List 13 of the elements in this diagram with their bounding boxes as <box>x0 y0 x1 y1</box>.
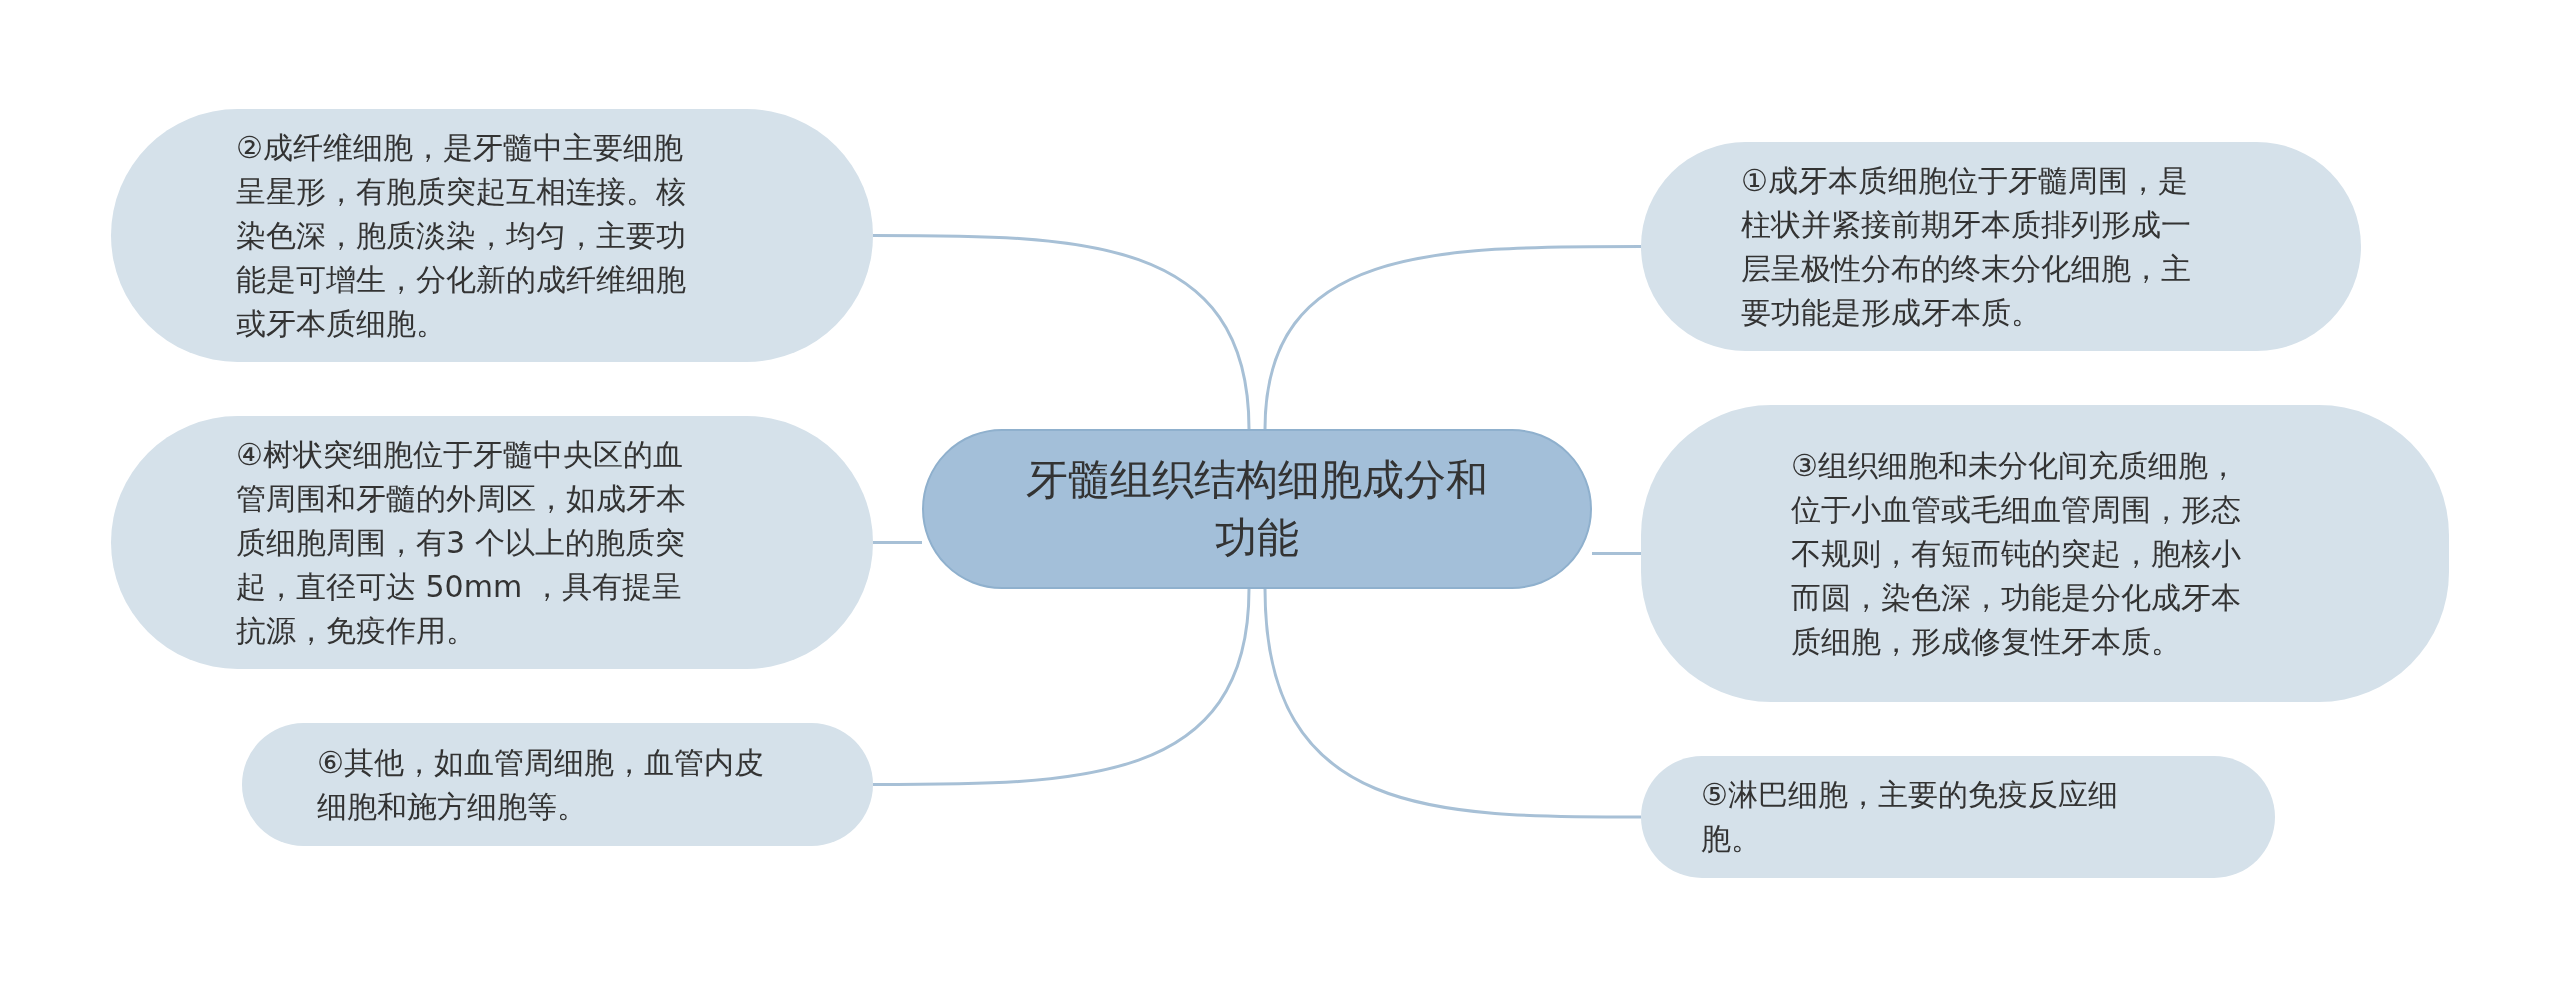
connector-line <box>1263 245 1641 430</box>
topic-text: ⑤淋巴细胞，主要的免疫反应细胞。 <box>1701 776 2119 858</box>
topic-text: ④树状突细胞位于牙髓中央区的血管周围和牙髓的外周区，如成牙本质细胞周围，有3 个以上的胞质突起，直径可达 50mm ，具有提呈抗源，免疫作用。 <box>236 435 687 650</box>
topic-text: ⑥其他，如血管周细胞，血管内皮细胞和施方细胞等。 <box>317 743 765 826</box>
topic-text: ②成纤维细胞，是牙髓中主要细胞呈星形，有胞质突起互相连接。核染色深，胞质淡染，均匀，主要功能是可增生，分化新的成纤维细胞或牙本质细胞。 <box>236 128 687 343</box>
connector-line <box>873 541 922 544</box>
topic-text: ①成牙本质细胞位于牙髓周围，是柱状并紧接前期牙本质排列形成一层呈极性分布的终末分化细胞，主要功能是形成牙本质。 <box>1741 161 2192 332</box>
connector-line <box>1263 588 1641 819</box>
topic-text: ③组织细胞和未分化间充质细胞，位于小血管或毛细血管周围，形态不规则，有短而钝的突起，胞核小而圆，染色深，功能是分化成牙本质细胞，形成修复性牙本质。 <box>1791 446 2242 661</box>
connector-line <box>873 234 1251 430</box>
topic-title: 牙髓组织结构细胞成分和功能 <box>1025 454 1489 564</box>
connector-line <box>1592 552 1641 555</box>
connector-line <box>873 588 1251 786</box>
